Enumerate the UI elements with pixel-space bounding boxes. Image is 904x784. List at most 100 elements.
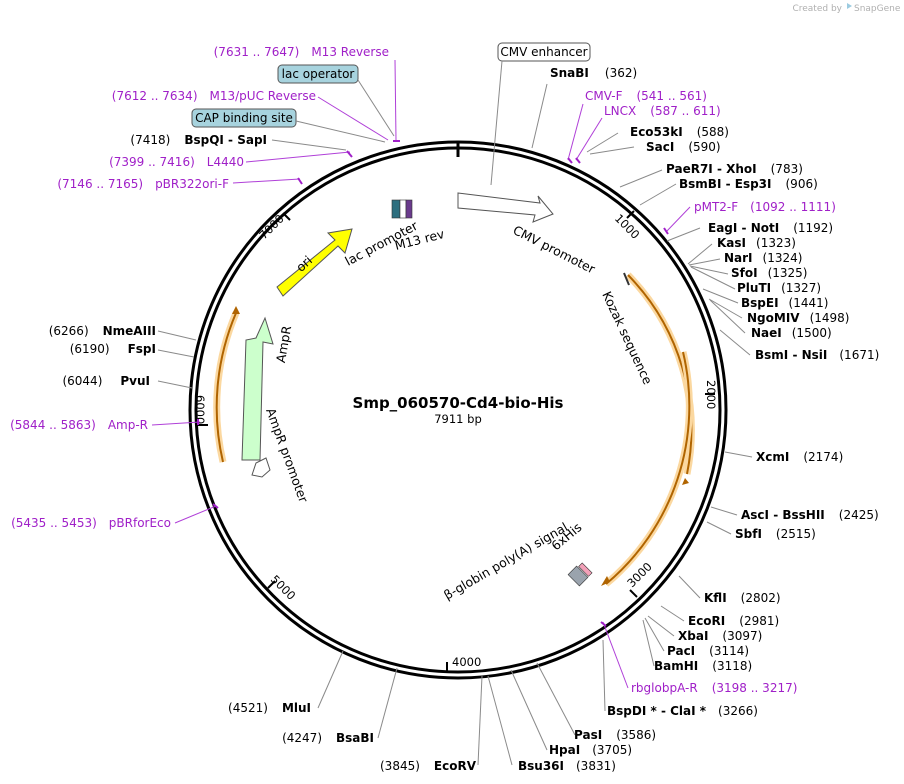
- enzyme-sbfi-pos: (2515): [776, 527, 816, 541]
- svg-text:SbfI(2515): SbfI (2515): [735, 527, 816, 541]
- tick-7000: [282, 212, 291, 221]
- enzyme-ngomiv: NgoMIV: [747, 311, 800, 325]
- primer-amp-r: Amp-R: [108, 418, 148, 432]
- enzyme-sfoi: SfoI: [731, 266, 758, 280]
- enzyme-ngomiv-pos: (1498): [810, 311, 850, 325]
- enzyme-nari-pos: (1324): [763, 251, 803, 265]
- enzyme-kasi-pos: (1323): [756, 236, 796, 250]
- svg-text:Eco53kI(588): Eco53kI(588): [630, 125, 729, 139]
- svg-text:(4521)MluI: (4521)MluI: [228, 701, 311, 715]
- enzyme-kfli-pos: (2802): [741, 591, 781, 605]
- ori-arrow: [276, 228, 353, 297]
- enzyme-kfli: KflI: [704, 591, 727, 605]
- primer-rbglobpa-r-range: (3198 .. 3217): [712, 681, 798, 695]
- enzyme-nsii: NsiI: [802, 348, 828, 362]
- enzyme-xbai: XbaI: [678, 629, 708, 643]
- orf-arrowhead-2: [601, 576, 610, 586]
- enzyme-bsshii: BssHII: [782, 508, 824, 522]
- tick-1000: [626, 210, 635, 219]
- enzyme-sfoi-pos: (1325): [768, 266, 808, 280]
- orf-arrowhead-1: [682, 478, 689, 485]
- enzyme-hpai-pos: (3705): [592, 743, 632, 757]
- svg-text:SacI(590): SacI(590): [646, 140, 721, 154]
- cap-binding-callout: CAP binding site: [191, 108, 386, 143]
- primer-amp-r-range: (5844 .. 5863): [10, 418, 96, 432]
- svg-text:(5844 .. 5863)Amp-R: (5844 .. 5863) Amp-R: [10, 418, 148, 432]
- enzyme-paci-pos: (3114): [709, 644, 749, 658]
- ampr-promoter-arrow: [251, 457, 271, 478]
- primer-rbglobpa-r: rbglobpA-R: [631, 681, 698, 695]
- orf-arc-3: [215, 312, 237, 463]
- enzyme-pluti: PluTI: [737, 281, 771, 295]
- primer-cmv-f-range: (541 .. 561): [636, 89, 706, 103]
- plasmid-name: Smp_060570-Cd4-bio-His: [353, 394, 564, 412]
- enzyme-bamhi-pos: (3118): [712, 659, 752, 673]
- enzyme-naei: NaeI: [751, 326, 782, 340]
- svg-text:HpaI(3705): HpaI(3705): [549, 743, 632, 757]
- svg-text:(7146 .. 7165)pBR322ori-F: (7146 .. 7165)pBR322ori-F: [57, 177, 229, 191]
- tick-5000: [267, 580, 276, 589]
- enzyme-ecori-pos: (2981): [739, 614, 779, 628]
- svg-text:(7418)BspQI - SapI: (7418)BspQI - SapI: [130, 133, 267, 147]
- lac-operator-callout: lac operator: [277, 64, 395, 137]
- svg-text:(7612 .. 7634)M13/pUC Reverse: (7612 .. 7634)M13/pUC Reverse: [112, 89, 316, 103]
- enzyme-esp3i: Esp3I: [735, 177, 772, 191]
- svg-text:KflI(2802): KflI (2802): [704, 591, 781, 605]
- enzyme-noti: NotI: [751, 221, 780, 235]
- svg-text:pMT2-F(1092 .. 1111): pMT2-F(1092 .. 1111): [694, 200, 836, 214]
- enzyme-bsshii-pos: (2425): [839, 508, 879, 522]
- enzyme-bsabi-pos: (4247): [282, 731, 322, 745]
- enzyme-asci: AscI: [741, 508, 769, 522]
- svg-text:CMV-F(541 .. 561): CMV-F (541 .. 561): [585, 89, 707, 103]
- enzyme-bspdi: BspDI *: [607, 704, 657, 718]
- tick-label-4000: 4000: [452, 655, 481, 669]
- enzyme-pluti-pos: (1327): [781, 281, 821, 295]
- svg-text:SfoI(1325): SfoI (1325): [731, 266, 807, 280]
- enzyme-eco53ki-pos: (588): [697, 125, 729, 139]
- enzyme-ecorv-pos: (3845): [380, 759, 420, 773]
- primer-m13-reverse: M13 Reverse: [311, 45, 389, 59]
- enzyme-xcmi: XcmI: [756, 450, 789, 464]
- svg-text:(5435 .. 5453)pBRforEco: (5435 .. 5453)pBRforEco: [11, 516, 171, 530]
- primer-pbr322ori-f: pBR322ori-F: [155, 177, 229, 191]
- tick-3000: [629, 589, 638, 598]
- enzyme-nsii-pos: (1671): [839, 348, 879, 362]
- svg-text:BsmI - NsiI(1671): BsmI - NsiI(1671): [755, 348, 879, 362]
- svg-text:BsmBI - Esp3I(906): BsmBI - Esp3I(906): [679, 177, 818, 191]
- enzyme-clai: ClaI *: [670, 704, 707, 718]
- enzyme-pasi-pos: (3586): [616, 728, 656, 742]
- primer-l4440-range: (7399 .. 7416): [109, 155, 195, 169]
- svg-text:(4247)BsaBI: (4247)BsaBI: [282, 731, 374, 745]
- orf-arc-1: [627, 274, 693, 475]
- his-tag-block: [578, 562, 593, 577]
- ampr-arrow: [241, 316, 274, 461]
- svg-text:(7631 .. 7647)M13 Reverse: (7631 .. 7647)M13 Reverse: [214, 45, 389, 59]
- tick-label-1000: 1000: [612, 211, 643, 242]
- svg-text:PaeR7I - XhoI(783): PaeR7I - XhoI(783): [666, 162, 803, 176]
- primer-pbrforeco: pBRforEco: [109, 516, 171, 530]
- enzyme-bsu36i-pos: (3831): [576, 759, 616, 773]
- primer-cmv-f: CMV-F: [585, 89, 623, 103]
- enzyme-saci-pos: (590): [688, 140, 720, 154]
- enzyme-bsmbi: BsmBI: [679, 177, 721, 191]
- svg-text:Bsu36I(3831): Bsu36I (3831): [518, 759, 616, 773]
- cmv-promoter-label: CMV promoter: [511, 222, 599, 277]
- orf-arrowhead-3: [232, 306, 240, 314]
- snapgene-logo-icon: [847, 3, 852, 9]
- enzyme-ecorv: EcoRV: [434, 759, 477, 773]
- orf-arc-2: [605, 351, 691, 585]
- primer-lncx-range: (587 .. 611): [650, 104, 720, 118]
- enzyme-xcmi-pos: (2174): [803, 450, 843, 464]
- svg-text:(6044)PvuI: (6044)PvuI: [62, 374, 150, 388]
- enzyme-paci: PacI: [667, 644, 695, 658]
- kozak-label: Kozak sequence: [599, 289, 655, 387]
- svg-text:EagI - NotI(1192): EagI - NotI(1192): [708, 221, 833, 235]
- enzyme-snabi-pos: (362): [605, 66, 637, 80]
- enzyme-bsu36i: Bsu36I: [518, 759, 564, 773]
- primer-lncx: LNCX: [604, 104, 636, 118]
- enzyme-snabi: SnaBI: [550, 66, 589, 80]
- enzyme-sbfi: SbfI: [735, 527, 762, 541]
- tick-label-6000: 6000: [193, 395, 207, 424]
- enzyme-xbai-pos: (3097): [722, 629, 762, 643]
